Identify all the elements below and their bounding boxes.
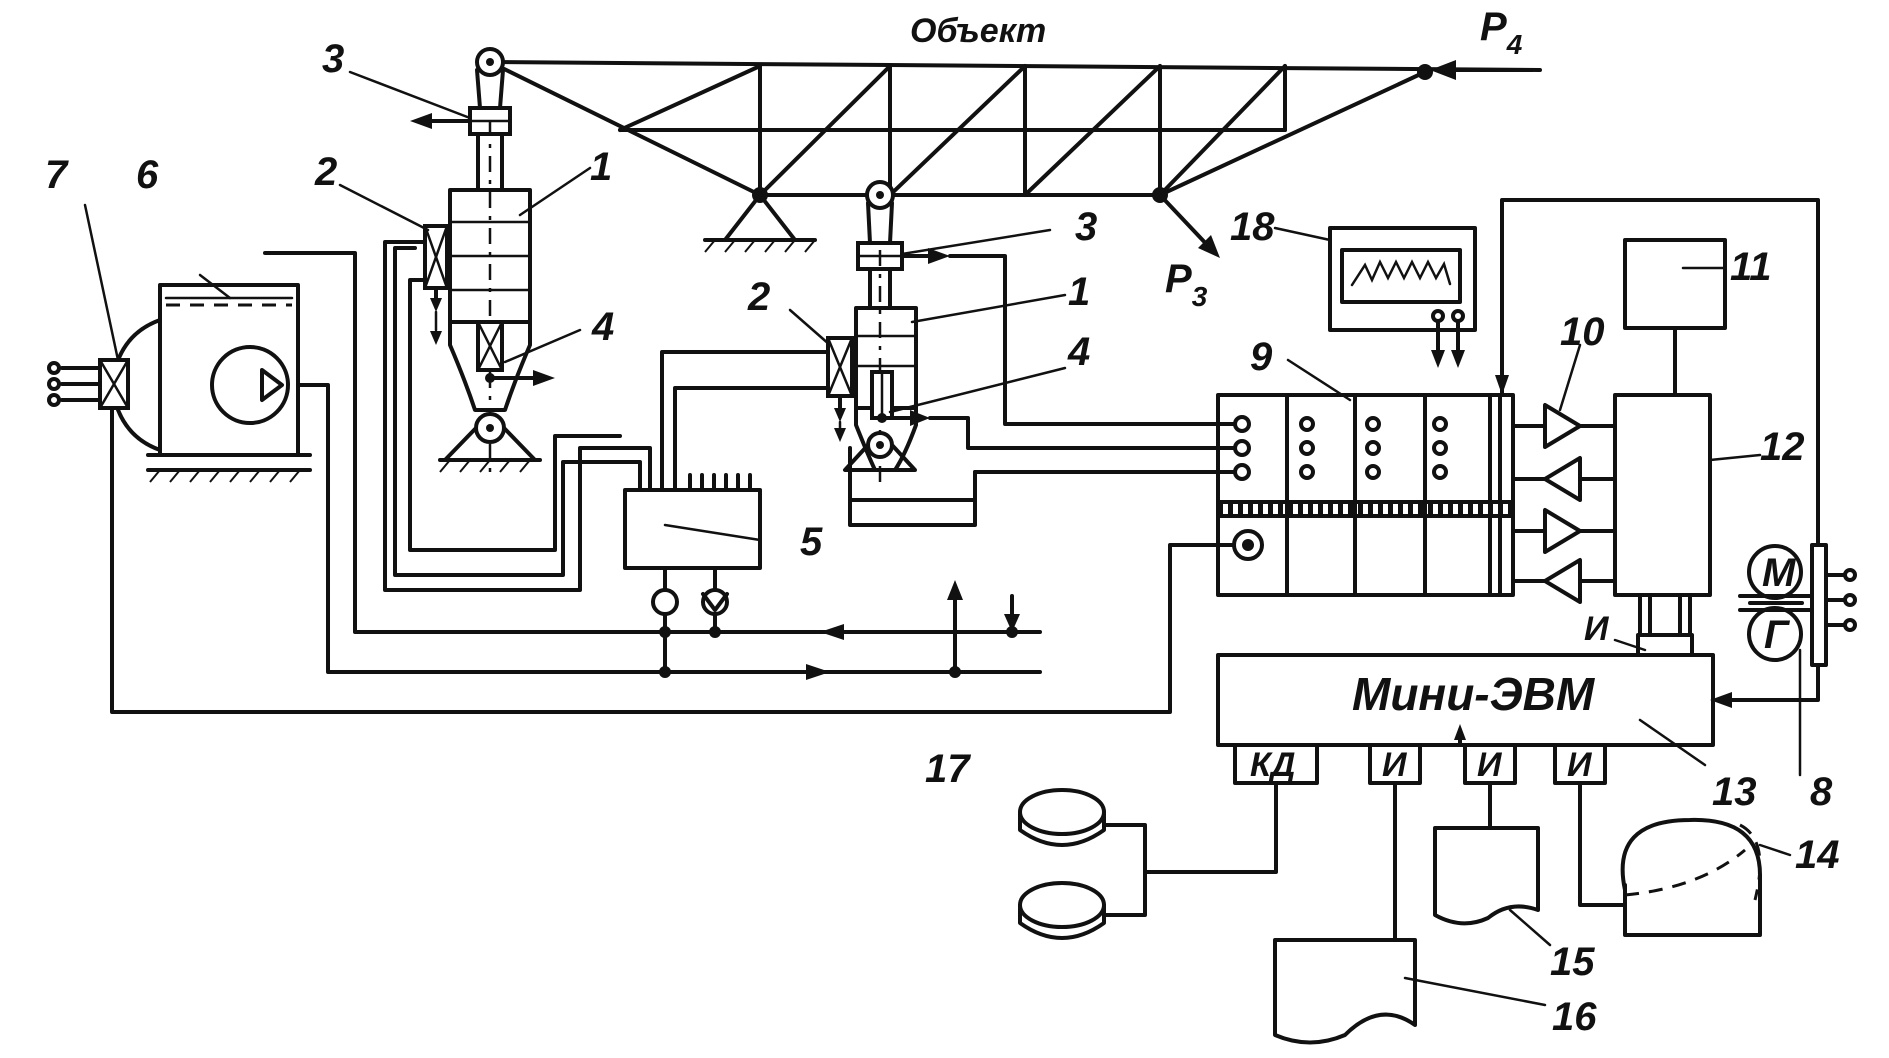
force-p4-label: P4	[1480, 5, 1523, 60]
label-17: 17	[925, 747, 971, 791]
label-13: 13	[1712, 770, 1757, 814]
label-1-left: 1	[590, 145, 612, 189]
plotter-15	[1433, 781, 1540, 926]
signal-lines	[110, 198, 1820, 714]
io-port-3-label: И	[1567, 746, 1593, 784]
label-15: 15	[1550, 940, 1595, 984]
gen-interface-label: И	[1584, 610, 1610, 648]
force-p3-arrow	[1158, 193, 1220, 258]
label-4-left: 4	[591, 305, 614, 349]
label-2-left: 2	[314, 150, 337, 194]
label-4-right: 4	[1067, 330, 1090, 374]
label-18: 18	[1230, 205, 1275, 249]
motor-generator	[1710, 543, 1857, 708]
disk-drives	[1018, 781, 1278, 940]
amplifiers	[1511, 403, 1617, 604]
motor-label: М	[1762, 551, 1797, 595]
mini-computer-label: Мини-ЭВМ	[1352, 668, 1596, 720]
label-3-right: 3	[1075, 205, 1097, 249]
io-port-1-label: И	[1382, 746, 1408, 784]
label-9: 9	[1250, 335, 1273, 379]
label-6: 6	[136, 153, 159, 197]
hydraulic-piping	[263, 240, 1042, 680]
label-10: 10	[1560, 310, 1605, 354]
measurement-rack	[1216, 393, 1515, 597]
kd-port-label: КД	[1250, 746, 1295, 784]
truss-object	[488, 60, 1542, 253]
right-actuator	[826, 180, 950, 490]
force-p4-arrow	[1430, 60, 1534, 80]
force-p3-label: P3	[1165, 257, 1208, 312]
label-1-right: 1	[1068, 270, 1090, 314]
block-11	[1623, 238, 1727, 397]
number-labels: 3 2 1 4 3 2 1 4 5 6 7 8 9 10 11 12 13 14…	[45, 37, 1840, 1039]
label-2-right: 2	[747, 275, 770, 319]
label-8: 8	[1810, 770, 1833, 814]
display-14	[1578, 781, 1762, 937]
object-label: Объект	[910, 12, 1046, 50]
generator-label: Г	[1764, 613, 1791, 657]
label-7: 7	[45, 153, 69, 197]
left-actuator	[410, 47, 555, 480]
label-16: 16	[1552, 995, 1597, 1039]
label-3-left: 3	[322, 37, 344, 81]
gen-interface-leader	[1613, 638, 1647, 652]
distributor-block	[623, 473, 762, 570]
label-14: 14	[1795, 833, 1840, 877]
block-12	[1613, 393, 1712, 657]
oscilloscope	[1328, 226, 1477, 368]
label-12: 12	[1760, 425, 1805, 469]
leader-lines	[83, 70, 1802, 1007]
label-11: 11	[1730, 245, 1772, 289]
printer-16	[1273, 781, 1417, 1045]
io-port-2-label: И	[1477, 746, 1503, 784]
hydraulic-pump-unit	[47, 283, 312, 483]
label-5: 5	[800, 520, 823, 564]
